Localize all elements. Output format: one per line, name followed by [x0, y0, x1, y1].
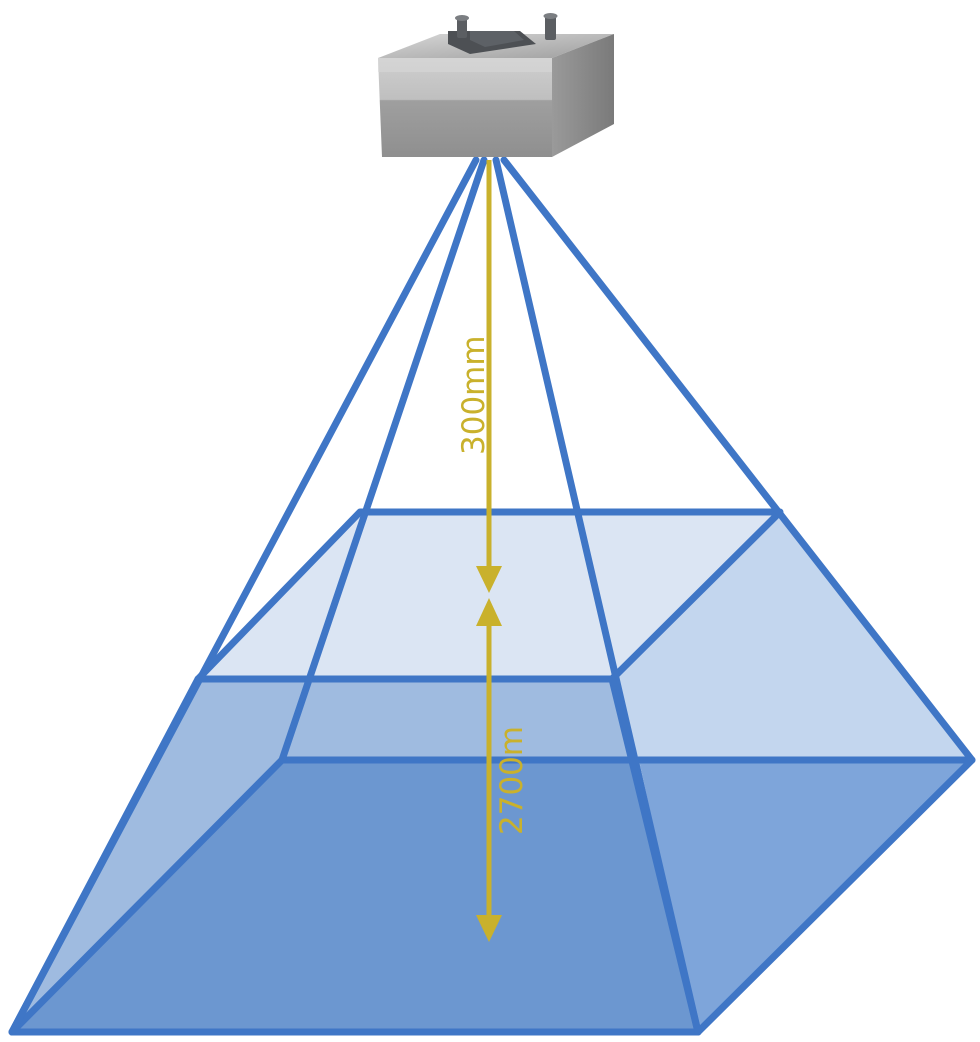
ray-left-back	[278, 156, 488, 764]
front-face	[12, 760, 698, 1032]
lower-dimension-top-arrowhead	[476, 598, 502, 626]
upper-dimension-arrowhead	[476, 566, 502, 593]
near-to-far-left-edge	[8, 675, 202, 1036]
device-side-face	[552, 34, 614, 157]
device-post-right-top	[543, 13, 558, 19]
device-front-highlight	[378, 58, 552, 72]
near-to-far-right-edge	[608, 675, 702, 1036]
upper-distance-label: 300mm	[456, 335, 492, 455]
device-front-face	[378, 58, 552, 157]
right-side-face	[612, 512, 972, 760]
lower-distance-label: 2700m	[494, 726, 530, 835]
right-lower-face	[639, 760, 972, 1032]
device-post-left-top	[455, 15, 469, 21]
ray-right-back	[500, 156, 976, 764]
near-plane-face	[198, 512, 780, 679]
frustum-fills	[12, 512, 972, 1032]
sensor-camera-box-icon	[378, 13, 614, 157]
device-post-right	[545, 16, 556, 40]
dimension-markers: 300mm 2700m	[456, 160, 530, 942]
device-top-bracket-face	[470, 31, 524, 47]
lower-dimension-bottom-arrowhead	[476, 915, 502, 942]
frustum-wireframe	[8, 156, 976, 1036]
device-post-left	[457, 18, 467, 38]
